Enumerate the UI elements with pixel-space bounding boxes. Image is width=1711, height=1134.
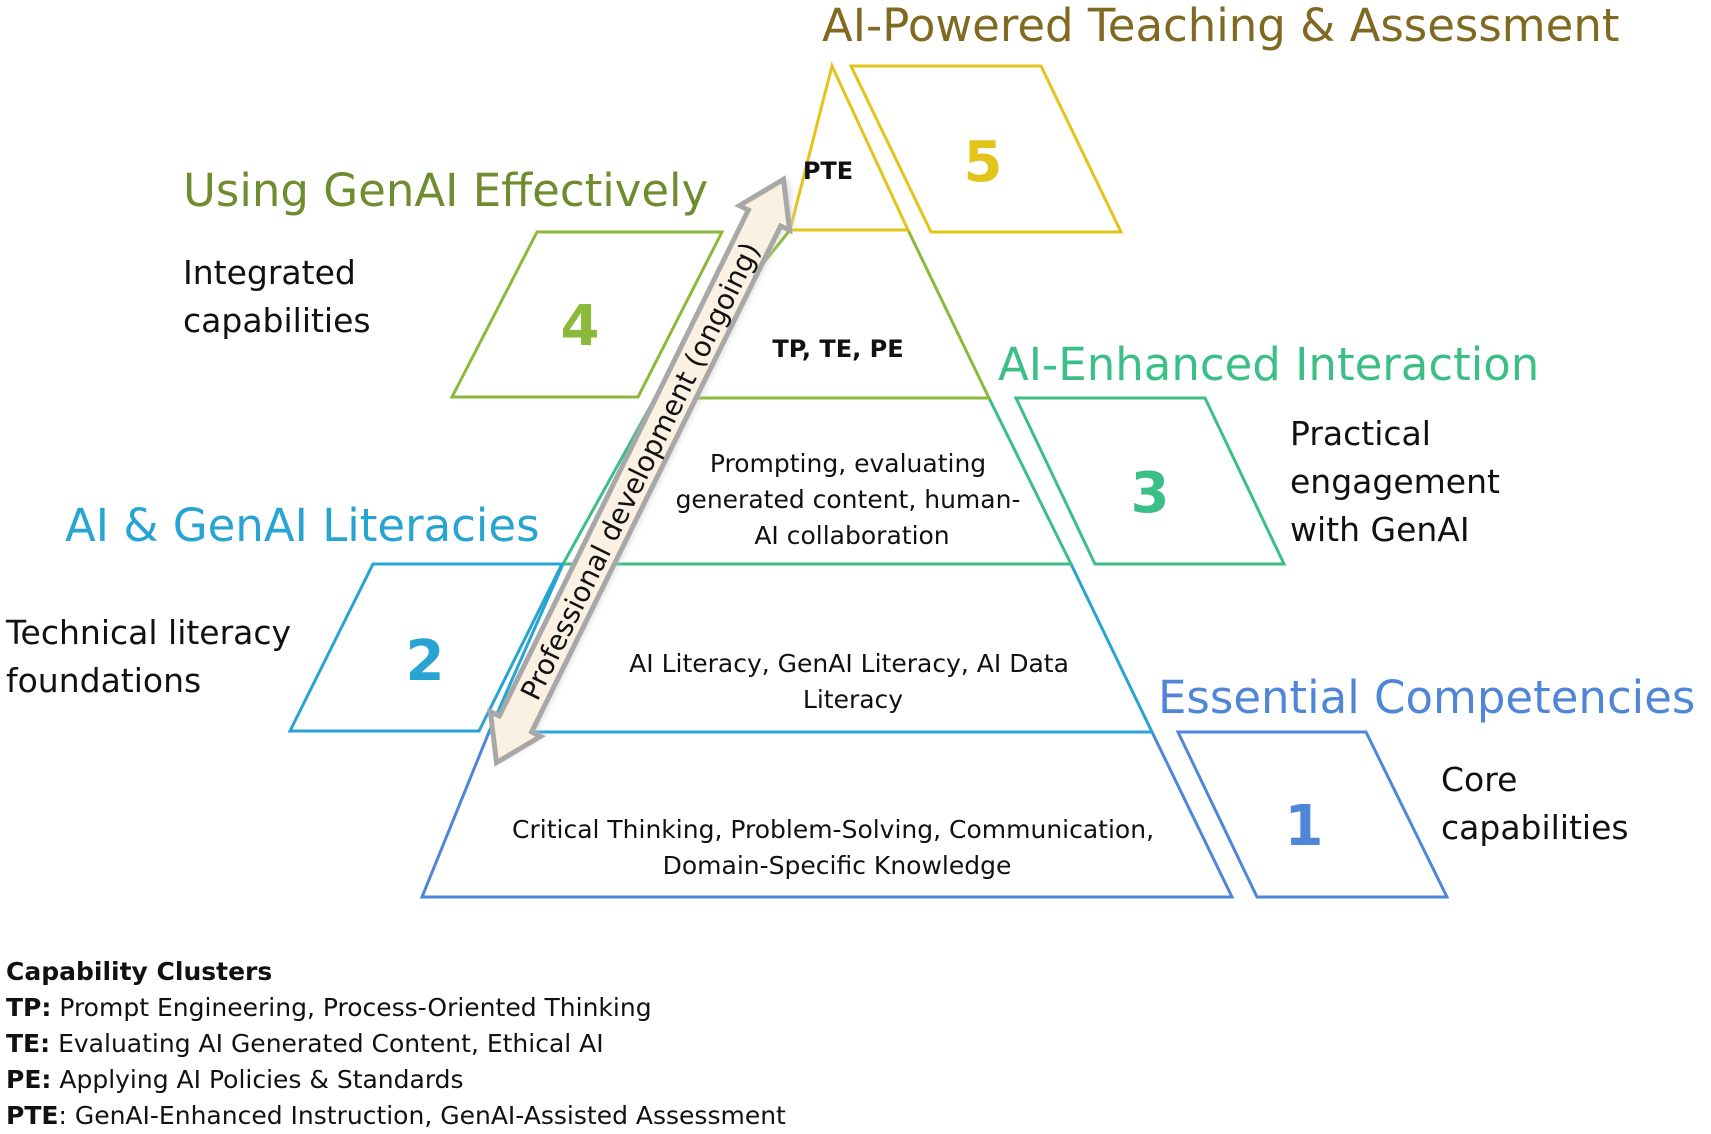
- level-numbers: 1 2 3 4 5: [406, 130, 1324, 859]
- level-5-number: 5: [964, 130, 1003, 195]
- pyramid: [419, 61, 1235, 899]
- layer-1-text: Critical Thinking, Problem-Solving, Comm…: [512, 815, 1162, 880]
- legend-value: : GenAI-Enhanced Instruction, GenAI-Assi…: [58, 1101, 786, 1130]
- level-2-description: Technical literacy foundations: [5, 613, 302, 700]
- level-3-box: [1013, 396, 1287, 566]
- legend-value: Applying AI Policies & Standards: [51, 1065, 463, 1094]
- level-2-number: 2: [406, 629, 445, 694]
- level-descriptions: Core capabilities Technical literacy fou…: [5, 253, 1629, 847]
- level-number-boxes: [287, 64, 1450, 899]
- legend-item-tp: TP: Prompt Engineering, Process-Oriented…: [6, 993, 652, 1022]
- legend-value: Prompt Engineering, Process-Oriented Thi…: [51, 993, 651, 1022]
- legend-item-te: TE: Evaluating AI Generated Content, Eth…: [6, 1029, 604, 1058]
- level-3-heading: AI-Enhanced Interaction: [998, 338, 1539, 391]
- legend-key: PE:: [6, 1065, 51, 1094]
- level-5-heading: AI-Powered Teaching & Assessment: [822, 0, 1620, 52]
- level-4-number: 4: [561, 294, 600, 359]
- double-arrow-shape: [487, 175, 793, 767]
- layer-5-text: PTE: [803, 157, 853, 185]
- level-3-description: Practical engagement with GenAI: [1290, 414, 1510, 549]
- legend-item-pe: PE: Applying AI Policies & Standards: [6, 1065, 464, 1094]
- layer-4-text: TP, TE, PE: [772, 335, 903, 363]
- legend: Capability Clusters TP: Prompt Engineeri…: [6, 957, 786, 1130]
- level-4-description: Integrated capabilities: [183, 253, 371, 340]
- level-2-box: [287, 562, 565, 733]
- level-5-box: [848, 64, 1124, 234]
- level-1-number: 1: [1285, 794, 1324, 859]
- legend-item-pte: PTE: GenAI-Enhanced Instruction, GenAI-A…: [6, 1101, 786, 1130]
- level-1-heading: Essential Competencies: [1158, 671, 1695, 724]
- legend-value: Evaluating AI Generated Content, Ethical…: [50, 1029, 604, 1058]
- level-1-box: [1175, 730, 1450, 899]
- level-1-description: Core capabilities: [1441, 760, 1629, 847]
- level-4-box: [449, 230, 725, 399]
- pyramid-layer-5: [788, 61, 911, 232]
- level-headings: Essential Competencies AI & GenAI Litera…: [65, 0, 1695, 724]
- level-3-number: 3: [1131, 461, 1170, 526]
- legend-key: TP:: [6, 993, 51, 1022]
- legend-key: PTE: [6, 1101, 58, 1130]
- level-2-heading: AI & GenAI Literacies: [65, 499, 540, 552]
- layer-2-text: AI Literacy, GenAI Literacy, AI Data Lit…: [629, 649, 1077, 714]
- legend-title: Capability Clusters: [6, 957, 272, 986]
- level-4-heading: Using GenAI Effectively: [183, 164, 708, 217]
- layer-3-text: Prompting, evaluating generated content,…: [676, 449, 1029, 550]
- pyramid-layer-texts: Critical Thinking, Problem-Solving, Comm…: [512, 157, 1162, 880]
- legend-key: TE:: [6, 1029, 50, 1058]
